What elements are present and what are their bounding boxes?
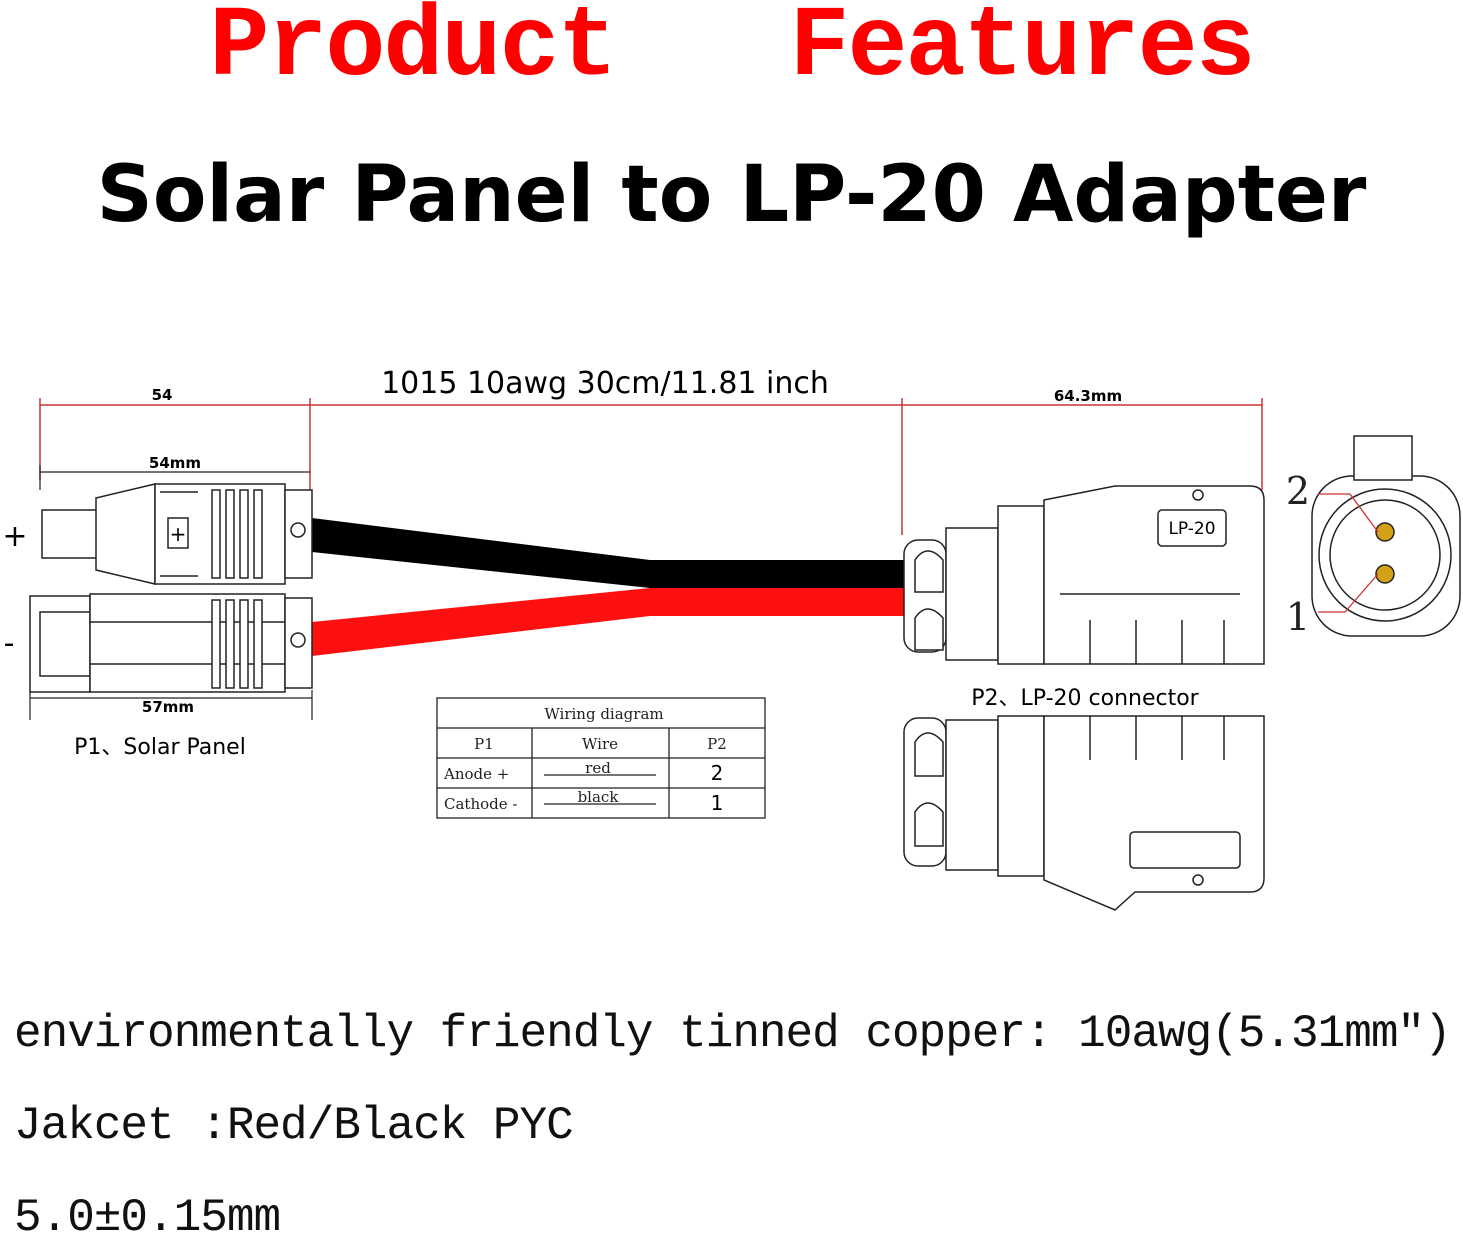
p2-connector-front: [903, 485, 1265, 665]
pin-1: [1375, 564, 1395, 584]
pinout-view: [1311, 435, 1461, 637]
p1-label: P1、Solar Panel: [74, 735, 246, 760]
p2-connector-side: [903, 715, 1265, 911]
dimension-lines: [39, 398, 1263, 535]
svg-text:+: +: [170, 522, 187, 546]
cable-diagram: 54 1015 10awg 30cm/11.81 inch 64.3mm 54m…: [2, 366, 1461, 911]
lp20-badge: LP-20: [1168, 519, 1215, 539]
spec-copper: environmentally friendly tinned copper: …: [14, 1008, 1452, 1060]
wires: [312, 518, 905, 656]
table-cell-wire: black: [578, 788, 620, 806]
red-wire: [312, 588, 905, 656]
table-header-wire: Wire: [582, 735, 618, 753]
dim-p1-inner: 54mm: [149, 454, 201, 472]
plus-sign: +: [2, 519, 27, 554]
pin1-label: 1: [1286, 595, 1310, 639]
p1-male-connector: +: [41, 483, 313, 585]
table-header-p2: P2: [707, 735, 727, 753]
pin-leader-lines: [1318, 493, 1379, 613]
p2-label: P2、LP-20 connector: [971, 686, 1199, 711]
table-cell-wire: red: [585, 759, 611, 777]
spec-jacket: Jakcet :Red/Black PYC: [14, 1100, 574, 1152]
spec-diameter: 5.0±0.15mm: [14, 1192, 281, 1244]
table-header-p1: P1: [474, 735, 494, 753]
dim-cable: 1015 10awg 30cm/11.81 inch: [381, 366, 829, 401]
page-subtitle: Solar Panel to LP-20 Adapter: [96, 150, 1367, 240]
wiring-table: Wiring diagram P1 Wire P2 Anode + red 2 …: [436, 697, 766, 819]
pin-2: [1375, 522, 1395, 542]
p1-female-connector: [29, 593, 313, 693]
table-cell-p2: 1: [711, 791, 724, 815]
dim-p1-lower: 57mm: [142, 698, 194, 716]
black-wire: [312, 518, 905, 588]
dim-p2-length: 64.3mm: [1054, 387, 1122, 405]
table-cell-p2: 2: [711, 761, 724, 785]
pin2-label: 2: [1286, 469, 1310, 513]
table-cell-p1: Cathode -: [444, 795, 517, 813]
p1-dimension-lines: [29, 465, 313, 720]
dim-p1-overall: 54: [152, 386, 173, 404]
minus-sign: -: [4, 626, 15, 661]
page-title: Product Features: [209, 0, 1255, 105]
table-title: Wiring diagram: [544, 705, 663, 723]
table-cell-p1: Anode +: [443, 765, 509, 783]
